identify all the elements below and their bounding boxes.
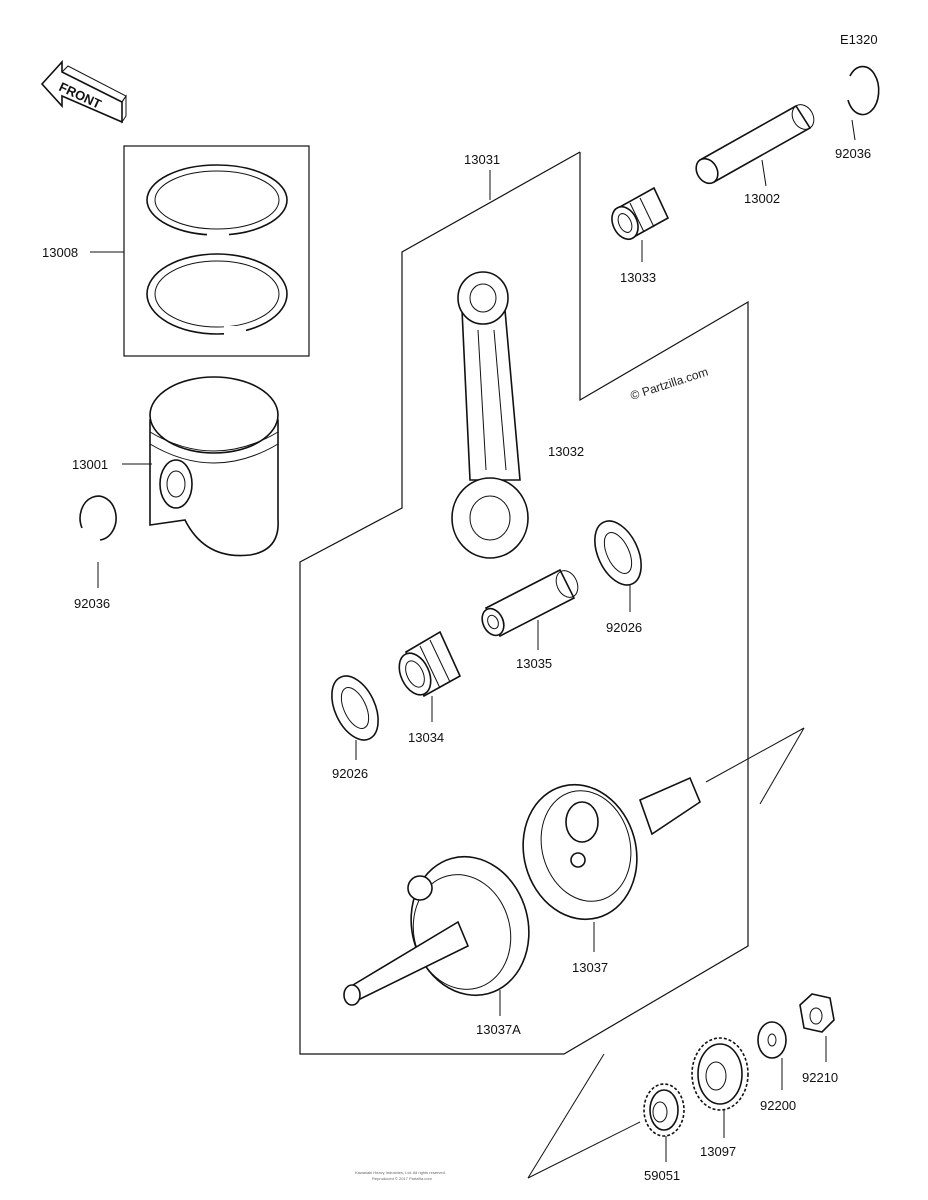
label-13035: 13035: [516, 656, 552, 671]
conrod-assy-outline: [299, 151, 749, 1055]
piston-ring-upper: [146, 164, 288, 240]
label-13032: 13032: [548, 444, 584, 459]
copyright-line1: Kawasaki Heavy Industries, Ltd. All righ…: [355, 1170, 446, 1175]
rings-box: [123, 145, 310, 357]
axis-break-left: [527, 1053, 605, 1179]
shaft-axis-right: [705, 727, 805, 783]
shaft-axis-bottom: [527, 1121, 641, 1179]
label-13031: 13031: [464, 152, 500, 167]
diagram-code: E1320: [840, 32, 878, 47]
label-13002: 13002: [744, 191, 780, 206]
label-92036-left: 92036: [74, 596, 110, 611]
piston-ring-lower: [146, 253, 288, 336]
copyright-line2: Reproduced © 2017 Partzilla.com: [372, 1176, 433, 1181]
circlip-right: [847, 65, 880, 116]
thrust-washer-right: [594, 520, 642, 586]
label-13001: 13001: [72, 457, 108, 472]
label-13037: 13037: [572, 960, 608, 975]
gear-bearing: [643, 1083, 685, 1137]
piston-pin: [695, 104, 815, 185]
big-end-bearing: [398, 630, 462, 698]
label-92036-right: 92036: [835, 146, 871, 161]
label-92026-left: 92026: [332, 766, 368, 781]
label-92026-right: 92026: [606, 620, 642, 635]
label-92210: 92210: [802, 1070, 838, 1085]
connecting-rod: [451, 271, 529, 559]
leader-clip-right: [851, 119, 856, 141]
thrust-washer-left: [331, 675, 379, 741]
axis-break-right: [759, 727, 805, 805]
front-arrow-icon: FRONT: [40, 59, 127, 124]
small-end-bearing: [611, 186, 670, 241]
piston: [149, 376, 279, 557]
label-13037A: 13037A: [476, 1022, 521, 1037]
circlip-left: [79, 495, 117, 541]
watermark: © Partzilla.com: [629, 365, 710, 403]
crank-half-right: [522, 776, 701, 921]
washer-small: [757, 1021, 787, 1059]
leader-pin: [761, 159, 767, 187]
label-13008: 13008: [42, 245, 78, 260]
label-92200: 92200: [760, 1098, 796, 1113]
label-13097: 13097: [700, 1144, 736, 1159]
label-59051: 59051: [644, 1168, 680, 1183]
gear: [691, 1037, 749, 1111]
crankpin: [481, 568, 579, 638]
crank-half-left: [343, 855, 530, 1006]
label-13033: 13033: [620, 270, 656, 285]
nut: [799, 993, 835, 1033]
label-13034: 13034: [408, 730, 444, 745]
